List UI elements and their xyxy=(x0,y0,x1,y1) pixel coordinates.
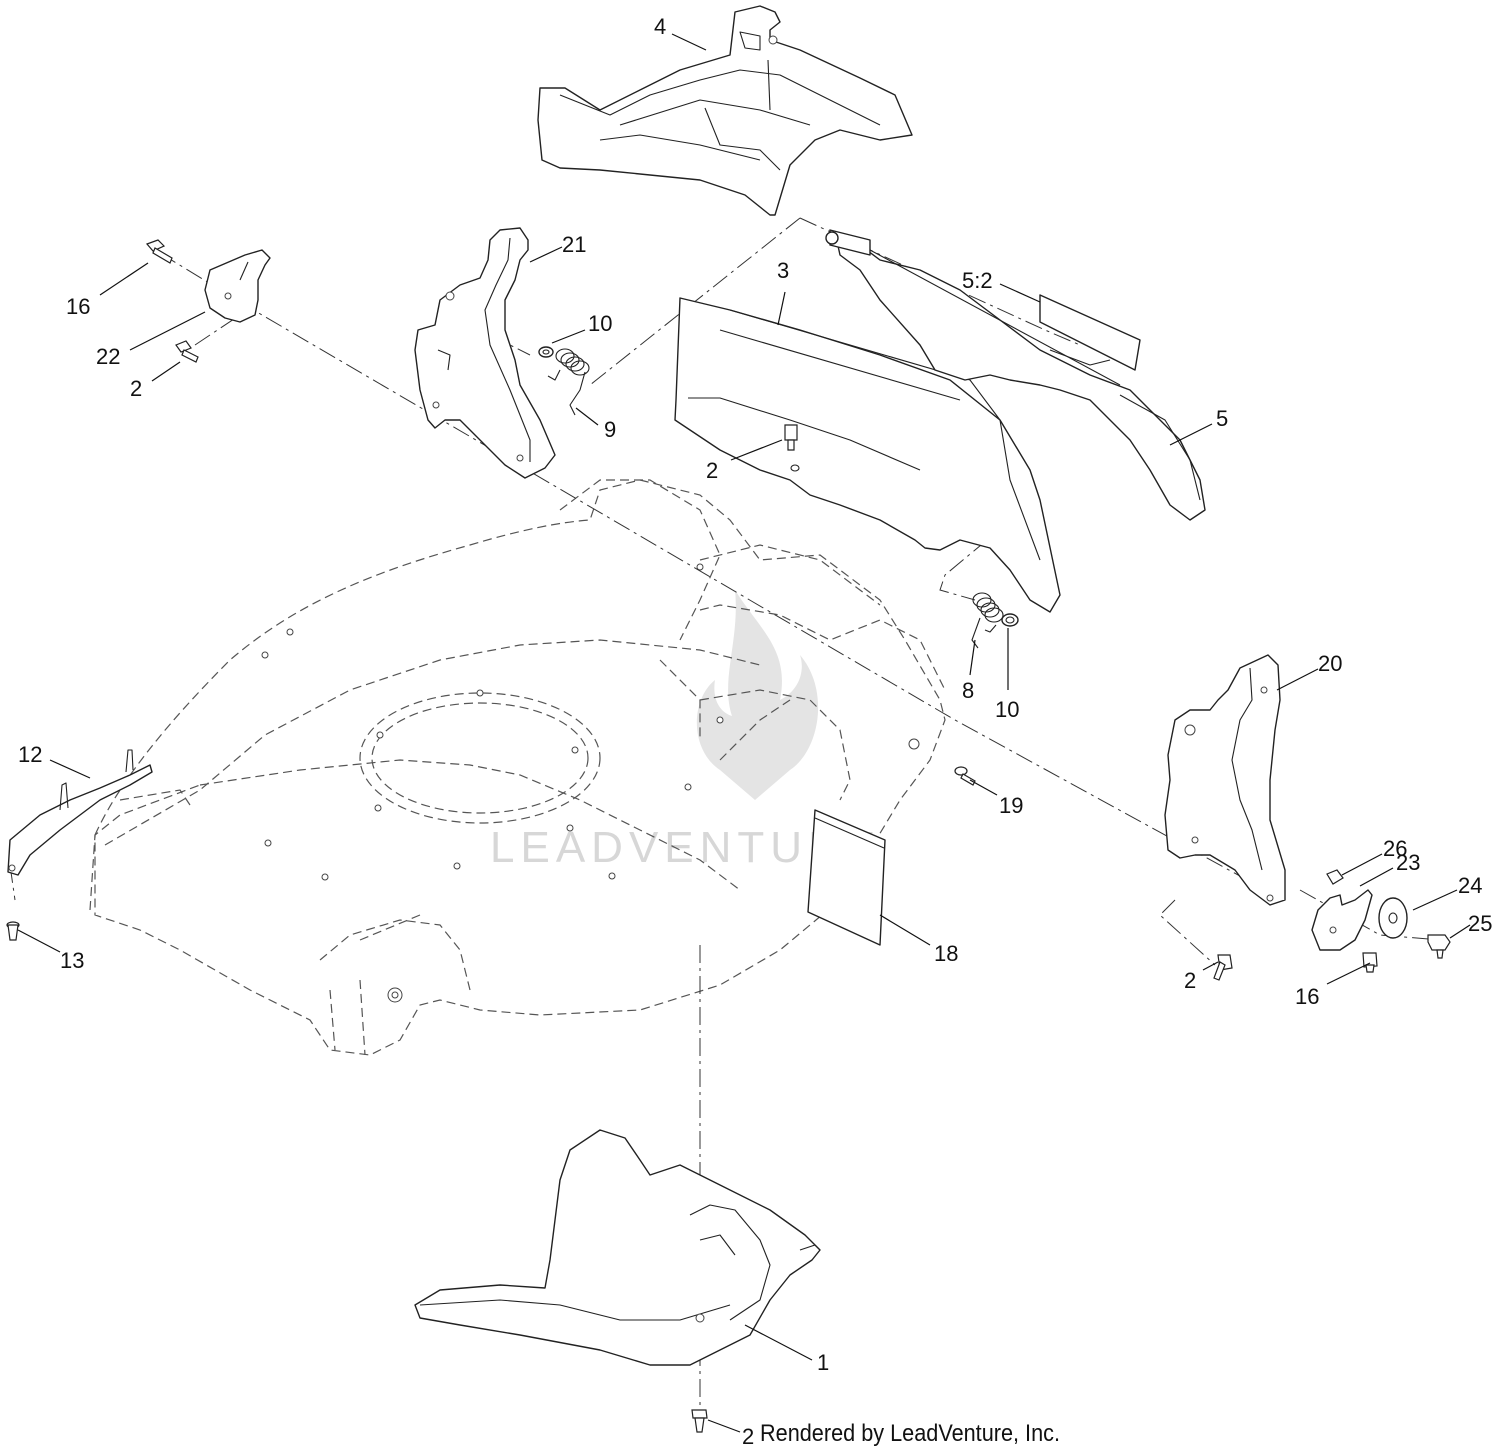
callout-2-bottom: 2 xyxy=(742,1424,754,1449)
callout-12: 12 xyxy=(18,742,42,767)
callout-4: 4 xyxy=(654,14,666,39)
callout-21: 21 xyxy=(562,232,586,257)
callout-25: 25 xyxy=(1468,911,1492,936)
leader-lines xyxy=(17,33,1471,1433)
rendered-by-credit: Rendered by LeadVenture, Inc. xyxy=(760,1420,1060,1447)
part-3-chute-cover xyxy=(674,297,1061,613)
part-21-left-bracket xyxy=(414,227,556,479)
washer-10-left xyxy=(538,346,554,358)
callout-9: 9 xyxy=(604,417,616,442)
bolt-2-right xyxy=(1213,954,1233,981)
callout-16-left: 16 xyxy=(66,294,90,319)
bolt-16-left xyxy=(145,239,173,264)
mower-deck xyxy=(89,479,946,1056)
callout-8: 8 xyxy=(962,678,974,703)
callout-26: 26 xyxy=(1383,836,1407,861)
callout-2-right: 2 xyxy=(1184,968,1196,993)
part-18-decal xyxy=(807,809,886,946)
spring-8 xyxy=(971,592,1004,649)
callout-5-2: 5:2 xyxy=(962,268,993,293)
nut-26 xyxy=(1326,869,1344,885)
part-20-right-bracket xyxy=(1164,654,1286,906)
washer-24 xyxy=(1378,897,1408,939)
part-23-right-plate xyxy=(1311,889,1373,951)
bolt-2-left xyxy=(175,340,199,363)
fasteners xyxy=(6,239,1451,1433)
screw-19 xyxy=(954,766,976,786)
callout-10-left: 10 xyxy=(588,311,612,336)
bolt-16-right xyxy=(1362,952,1378,973)
callout-19: 19 xyxy=(999,793,1023,818)
watermark-flame-icon xyxy=(696,590,819,800)
callout-13: 13 xyxy=(60,948,84,973)
callout-labels: 4 21 3 5:2 16 22 2 10 9 2 5 20 8 10 12 1… xyxy=(18,14,1492,1449)
callout-3: 3 xyxy=(777,258,789,283)
callout-2-left: 2 xyxy=(130,376,142,401)
spring-9 xyxy=(547,348,590,416)
part-1-front-skirt xyxy=(414,1129,821,1366)
bolt-25 xyxy=(1427,934,1451,959)
callout-18: 18 xyxy=(934,941,958,966)
callout-10-right: 10 xyxy=(995,697,1019,722)
callout-20: 20 xyxy=(1318,651,1342,676)
callout-23: 23 xyxy=(1396,850,1420,875)
part-12-height-indicator xyxy=(7,749,153,876)
part-4-rear-shield xyxy=(537,5,913,216)
callout-24: 24 xyxy=(1458,873,1482,898)
pin-13 xyxy=(6,921,20,941)
callout-2-center: 2 xyxy=(706,458,718,483)
callout-16-right: 16 xyxy=(1295,984,1319,1009)
part-5-rear-flap xyxy=(825,229,1206,521)
part-22-left-plate xyxy=(204,249,271,323)
washer-10-right xyxy=(1001,613,1019,627)
callout-1: 1 xyxy=(817,1350,829,1375)
callout-22: 22 xyxy=(96,344,120,369)
callout-5: 5 xyxy=(1216,406,1228,431)
screw-2-bottom xyxy=(691,1409,708,1433)
bolt-2-center xyxy=(784,424,800,472)
